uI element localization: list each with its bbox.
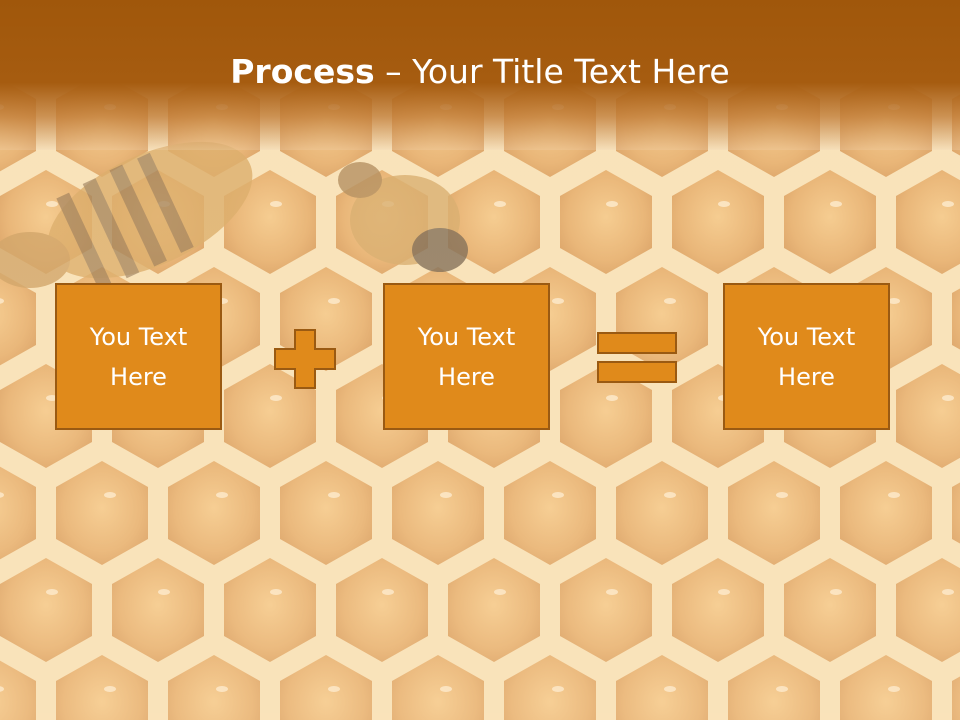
text-box-1-line2: Here (110, 362, 167, 391)
text-box-2[interactable]: You Text Here (383, 283, 550, 430)
text-box-3[interactable]: You Text Here (723, 283, 890, 430)
text-box-2-line1: You Text (417, 322, 516, 351)
text-box-1-line1: You Text (89, 322, 188, 351)
equals-icon[interactable] (596, 331, 678, 385)
text-box-2-line2: Here (438, 362, 495, 391)
plus-icon[interactable] (273, 328, 337, 390)
text-box-3-line2: Here (778, 362, 835, 391)
slide-title[interactable]: Process – Your Title Text Here (0, 52, 960, 91)
title-bar (0, 0, 960, 150)
bee-image (0, 141, 468, 290)
text-box-3-line1: You Text (757, 322, 856, 351)
title-rest: – Your Title Text Here (374, 52, 730, 91)
text-box-1[interactable]: You Text Here (55, 283, 222, 430)
title-bold: Process (230, 52, 375, 91)
